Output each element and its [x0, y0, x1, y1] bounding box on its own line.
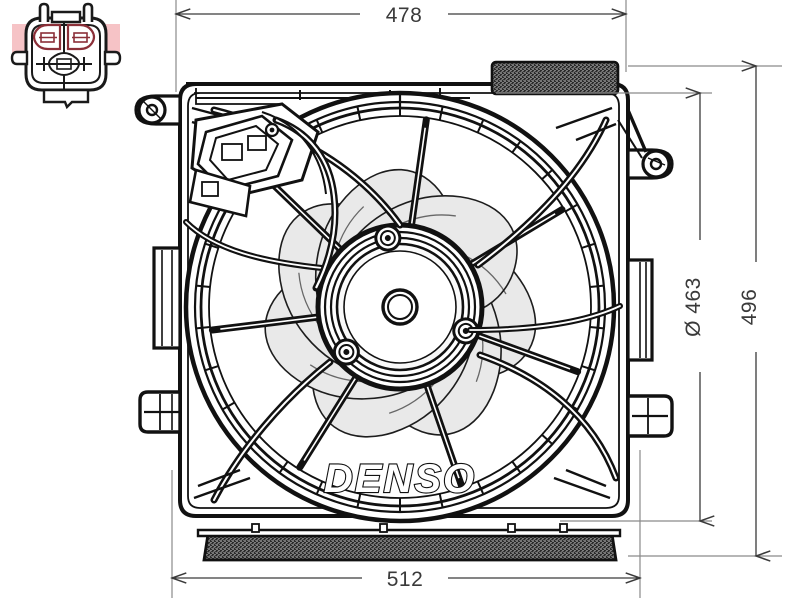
- foam-seal-top: [490, 60, 620, 96]
- fan-shroud-assembly: DENSO: [134, 60, 674, 562]
- mount-tab-left: [134, 94, 182, 126]
- dimension-463-label: Ø 463: [682, 277, 705, 337]
- harness-connector-assembly: [188, 102, 339, 292]
- electrical-connector-detail: [10, 2, 122, 110]
- dimension-478: 478: [176, 0, 626, 92]
- hub-bolt: [332, 224, 480, 366]
- lower-right-foot: [626, 394, 674, 438]
- lower-left-foot: [138, 390, 182, 434]
- mount-tab-right: [617, 109, 674, 180]
- foam-seal-bottom: [196, 523, 622, 562]
- dimension-height-496: 496: [628, 66, 782, 556]
- dimension-496-label: 496: [738, 289, 761, 326]
- dimension-512-label: 512: [387, 568, 424, 591]
- motor-hub: [315, 222, 485, 392]
- dimension-512: 512: [172, 450, 640, 598]
- left-side-bracket: [152, 246, 182, 350]
- denso-logo: DENSO: [324, 457, 476, 501]
- dimension-fan-diameter: Ø 463: [496, 93, 712, 521]
- dimension-478-label: 478: [386, 4, 423, 27]
- right-side-bracket: [626, 258, 654, 362]
